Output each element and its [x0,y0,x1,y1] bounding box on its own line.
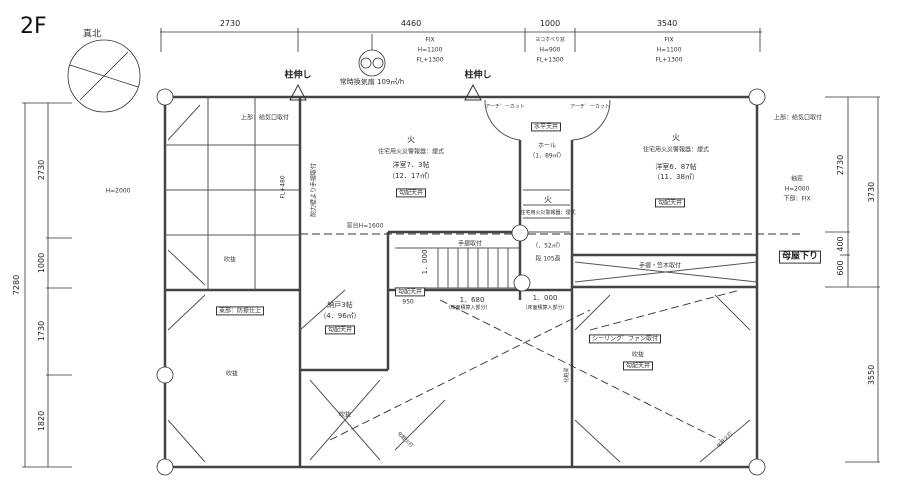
pillar-markers [289,83,482,101]
wall-note-label: 耐力壁より手摺取付 [310,163,318,217]
fl-mark-label: FL+480 [279,175,287,199]
window-2-sill: FL+1300 [536,56,564,64]
window-right-type: 袖窓 [790,175,804,183]
ceiling-flat-label: 水平天井 [530,122,562,132]
cut-label-2: アーチ゛ーカット [570,104,610,110]
dim-top-1: 2730 [219,19,241,29]
diag-label-3: 化粧梁 [564,367,570,383]
dim-right-2: 400 [836,236,846,252]
dashed-lines [300,233,800,441]
void-label-2: 吹抜 [225,370,239,378]
window-right-height: H=2000 [784,185,810,193]
dim-right-upper: 3730 [867,181,877,203]
dim-lines-left [22,102,72,468]
window-1-type: FIX [425,36,435,44]
walls [163,95,759,469]
measure-note-1: （床面積算入部分） [445,305,491,311]
vent-left-label: 上部：給気口取付 [240,114,290,122]
dim-right-3: 600 [836,260,846,276]
measure-1: 1．000 [420,249,429,275]
dim-top-3: 1000 [539,19,561,29]
window-2-height: H=900 [539,46,561,54]
cut-label-1: アーチ゛ーカット [485,104,525,110]
room-1-name: 洋室7．3帖 [392,160,430,169]
room-1-ceiling: 勾配天井 [395,188,427,198]
window-3-height: H=1100 [656,46,682,54]
north-label: 真北 [82,29,102,40]
room-2-name: 洋室6．87帖 [655,162,697,171]
dim-top-4: 3540 [656,19,678,29]
room-4-name: 納戸3帖 [327,300,353,309]
vent-right-label: 上部：給気口取付 [773,114,823,122]
roof-note-label: 束部：防振仕上 [215,306,265,316]
vent-fan-label: 常時換気扇 109㎥/h [339,77,405,86]
room-2-area: （11．38㎡） [653,172,699,181]
north-compass [67,39,141,113]
dim-left-1: 2730 [37,159,47,181]
measure-note-2: （床面積算入部分） [522,305,568,311]
void-label-3: 吹抜 [338,411,352,419]
pillar-extend-label-2: 柱伸し [464,70,492,81]
fire-alarm-icon: 火 [672,133,680,143]
sill-note-label: 窓台H=1600 [346,222,384,230]
dim-left-3: 1730 [37,320,47,342]
room-2-alarm: 住宅用火災警報器：煙式 [642,146,710,154]
fire-alarm-icon: 火 [544,195,552,205]
room-2-ceiling: 勾配天井 [654,198,686,208]
stairs-area: （．52㎡） [532,242,564,250]
room-4-ceiling: 勾配天井 [324,325,356,335]
stairs-handrail: 手摺取付 [457,240,483,248]
void-label-4: 吹抜 [631,351,645,359]
fire-alarm-icon: 火 [407,135,415,145]
ceiling-fan-label: シーリング゛ファン取付 [588,334,662,344]
dim-right-1: 2730 [836,154,846,176]
floor-label: 2F [20,14,47,39]
dim-left-2: 1000 [37,252,47,274]
dim-top-2: 4460 [400,19,422,29]
window-right-lower: 下部：FIX [783,195,811,203]
window-1-sill: FL+1300 [416,56,444,64]
measure-4: 950 [402,298,414,306]
room-4-area: （4．96㎡） [319,311,361,320]
corner-columns [156,88,766,476]
dim-left-total: 7280 [12,274,22,296]
framing [165,97,758,463]
window-left-height: H=2000 [105,187,131,195]
dim-right-lower: 3550 [867,364,877,386]
void-label-1: 吹抜 [223,256,237,264]
room-3-area: （1．89㎡） [529,152,565,160]
measure-3: 1．000 [532,293,558,302]
window-2-type: ヨコすべり窓 [535,37,565,43]
stairs-ceiling: 勾配天井 [394,287,426,297]
dim-left-4: 1820 [37,410,47,432]
room-3-name: ホール [537,142,557,150]
eave-down-label: 母屋下り [778,250,822,264]
vent-fan-symbol [358,34,386,77]
window-1-height: H=1100 [417,46,443,54]
dim-lines-right [825,96,880,463]
balcony-note: 手摺・笠木取付 [638,262,682,270]
measure-2: 1．680 [459,295,485,304]
pillar-extend-label-1: 柱伸し [284,70,312,81]
void-ceiling: 勾配天井 [622,361,654,371]
window-3-sill: FL+1300 [655,56,683,64]
dim-ticks-top [160,28,761,52]
stairs-steps: 段 105高 [535,255,561,263]
room-1-alarm: 住宅用火災警報器：煙式 [377,148,445,156]
room-1-area: （12．17㎡） [388,171,434,180]
window-3-type: FIX [664,36,674,44]
stairs-alarm: 住宅用火災警報器：煙式 [520,210,576,216]
